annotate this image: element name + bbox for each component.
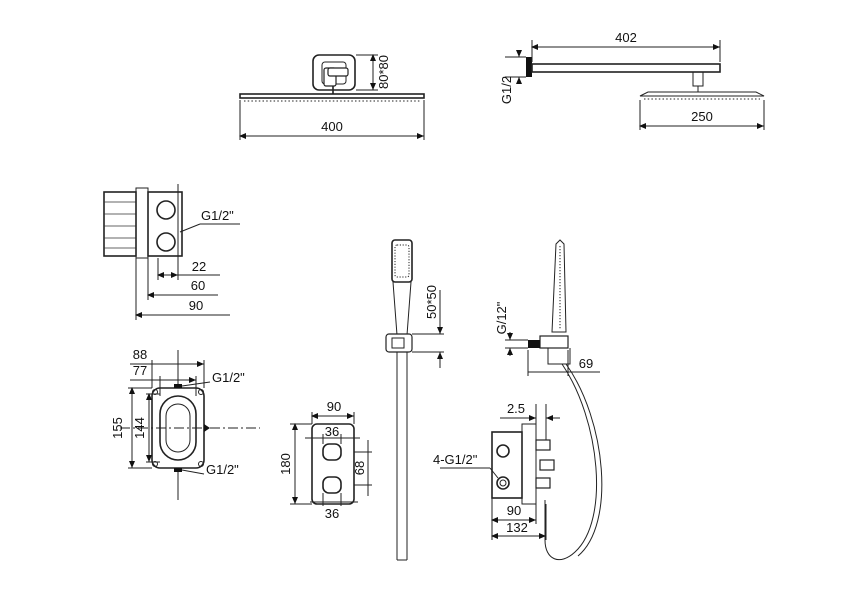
hand-shower-handle bbox=[392, 281, 412, 336]
assembly-offset-label: 2.5 bbox=[507, 401, 525, 416]
showerhead-front-view: 80*80 400 bbox=[239, 54, 425, 140]
valve-front-thread-bottom: G1/2" bbox=[206, 462, 239, 477]
valve-body bbox=[103, 191, 137, 257]
valve-front-width-88: 88 bbox=[133, 347, 147, 362]
valve-front-view: 88 77 155 144 G1/2" G1/2" bbox=[110, 347, 260, 500]
arm-length-label: 402 bbox=[615, 30, 637, 45]
plate-height-label: 180 bbox=[278, 453, 293, 475]
head-width-label: 400 bbox=[321, 119, 343, 134]
trim-plate-view: 90 36 36 180 68 bbox=[278, 399, 372, 521]
assembly-outlet-top bbox=[496, 444, 510, 458]
bracket-size-label: 80*80 bbox=[376, 55, 391, 89]
assembly-width-132: 132 bbox=[506, 520, 528, 535]
trim-plate bbox=[311, 423, 355, 505]
hand-shower-view: 50*50 bbox=[385, 239, 444, 561]
valve-outlet-top bbox=[156, 200, 176, 220]
valve-front-thread-top: G1/2" bbox=[212, 370, 245, 385]
knob-bottom-width: 36 bbox=[325, 506, 339, 521]
valve-side-thread-label: G1/2" bbox=[201, 208, 234, 223]
plate-width-label: 90 bbox=[327, 399, 341, 414]
assembly-side-view: G/12" 69 2.5 4-G1/2" 90 1 bbox=[433, 239, 603, 561]
holder-size-label: 50*50 bbox=[424, 285, 439, 319]
top-knob bbox=[322, 443, 342, 461]
valve-side-dim-60: 60 bbox=[191, 278, 205, 293]
valve-front-height-144: 144 bbox=[132, 417, 147, 439]
knob-top-width: 36 bbox=[325, 424, 339, 439]
assembly-width-90: 90 bbox=[507, 503, 521, 518]
assembly-outlet-bottom bbox=[496, 476, 510, 490]
valve-outlet-bottom bbox=[156, 232, 176, 252]
wall-bracket bbox=[312, 54, 356, 91]
shower-head-plate bbox=[239, 93, 425, 99]
valve-front-width-77: 77 bbox=[133, 363, 147, 378]
valve-side-dim-90: 90 bbox=[189, 298, 203, 313]
valve-side-view: G1/2" 22 60 90 bbox=[103, 184, 240, 320]
head-side-width-label: 250 bbox=[691, 109, 713, 124]
showerhead-side-view: 402 G1/2 250 bbox=[499, 30, 765, 130]
assembly-thread-label: G/12" bbox=[494, 301, 509, 334]
assembly-outlets-label: 4-G1/2" bbox=[433, 452, 478, 467]
assembly-depth-label: 69 bbox=[579, 356, 593, 371]
hose-curve bbox=[544, 363, 597, 561]
valve-side-dim-22: 22 bbox=[192, 259, 206, 274]
knob-spacing-label: 68 bbox=[352, 461, 367, 475]
hand-shower-holder bbox=[385, 333, 413, 353]
valve-front-height-155: 155 bbox=[110, 417, 125, 439]
shower-arm bbox=[531, 63, 721, 73]
bottom-knob bbox=[322, 476, 342, 494]
arm-thread-label: G1/2 bbox=[499, 76, 514, 104]
shower-hose bbox=[396, 352, 408, 561]
